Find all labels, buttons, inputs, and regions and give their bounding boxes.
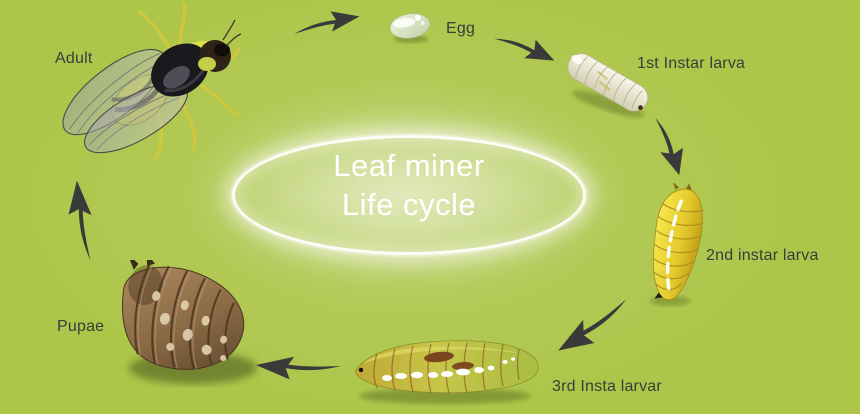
pupae-icon xyxy=(121,252,257,384)
adult-fly-illustration xyxy=(52,0,244,168)
arrow-first-to-second-instar-icon xyxy=(648,111,696,181)
arrow-second-to-third-instar-icon xyxy=(546,292,641,369)
diagram-title-line2: Life cycle xyxy=(341,187,477,222)
pupae-illustration xyxy=(93,252,268,395)
stage-label-third-instar: 3rd Insta larvar xyxy=(552,378,662,395)
stage-label-egg: Egg xyxy=(446,20,476,37)
diagram-title: Leaf miner Life cycle xyxy=(232,146,586,224)
stage-label-first-instar: 1st Instar larva xyxy=(637,55,746,72)
arrow-egg-to-first-instar-icon xyxy=(490,16,563,75)
stage-label-pupae: Pupae xyxy=(57,318,105,335)
third-instar-larva-illustration xyxy=(343,328,548,410)
arrow-pupae-to-adult-icon xyxy=(60,177,98,263)
adult-fly-icon xyxy=(62,2,242,160)
stage-label-second-instar: 2nd instar larva xyxy=(706,247,819,264)
first-instar-larva-illustration xyxy=(556,48,661,120)
third-instar-larva-icon xyxy=(354,340,539,404)
second-instar-larva-illustration xyxy=(636,182,716,309)
arrow-third-instar-to-pupae-icon xyxy=(251,348,342,392)
arrow-adult-to-egg-icon xyxy=(290,1,363,40)
second-instar-larva-icon xyxy=(650,182,705,306)
egg-icon xyxy=(389,13,431,43)
stage-label-adult: Adult xyxy=(55,50,93,67)
center-ellipse-ring xyxy=(232,135,586,255)
diagram-title-line1: Leaf miner xyxy=(333,148,485,183)
egg-illustration xyxy=(385,8,437,46)
first-instar-larva-icon xyxy=(567,53,649,118)
